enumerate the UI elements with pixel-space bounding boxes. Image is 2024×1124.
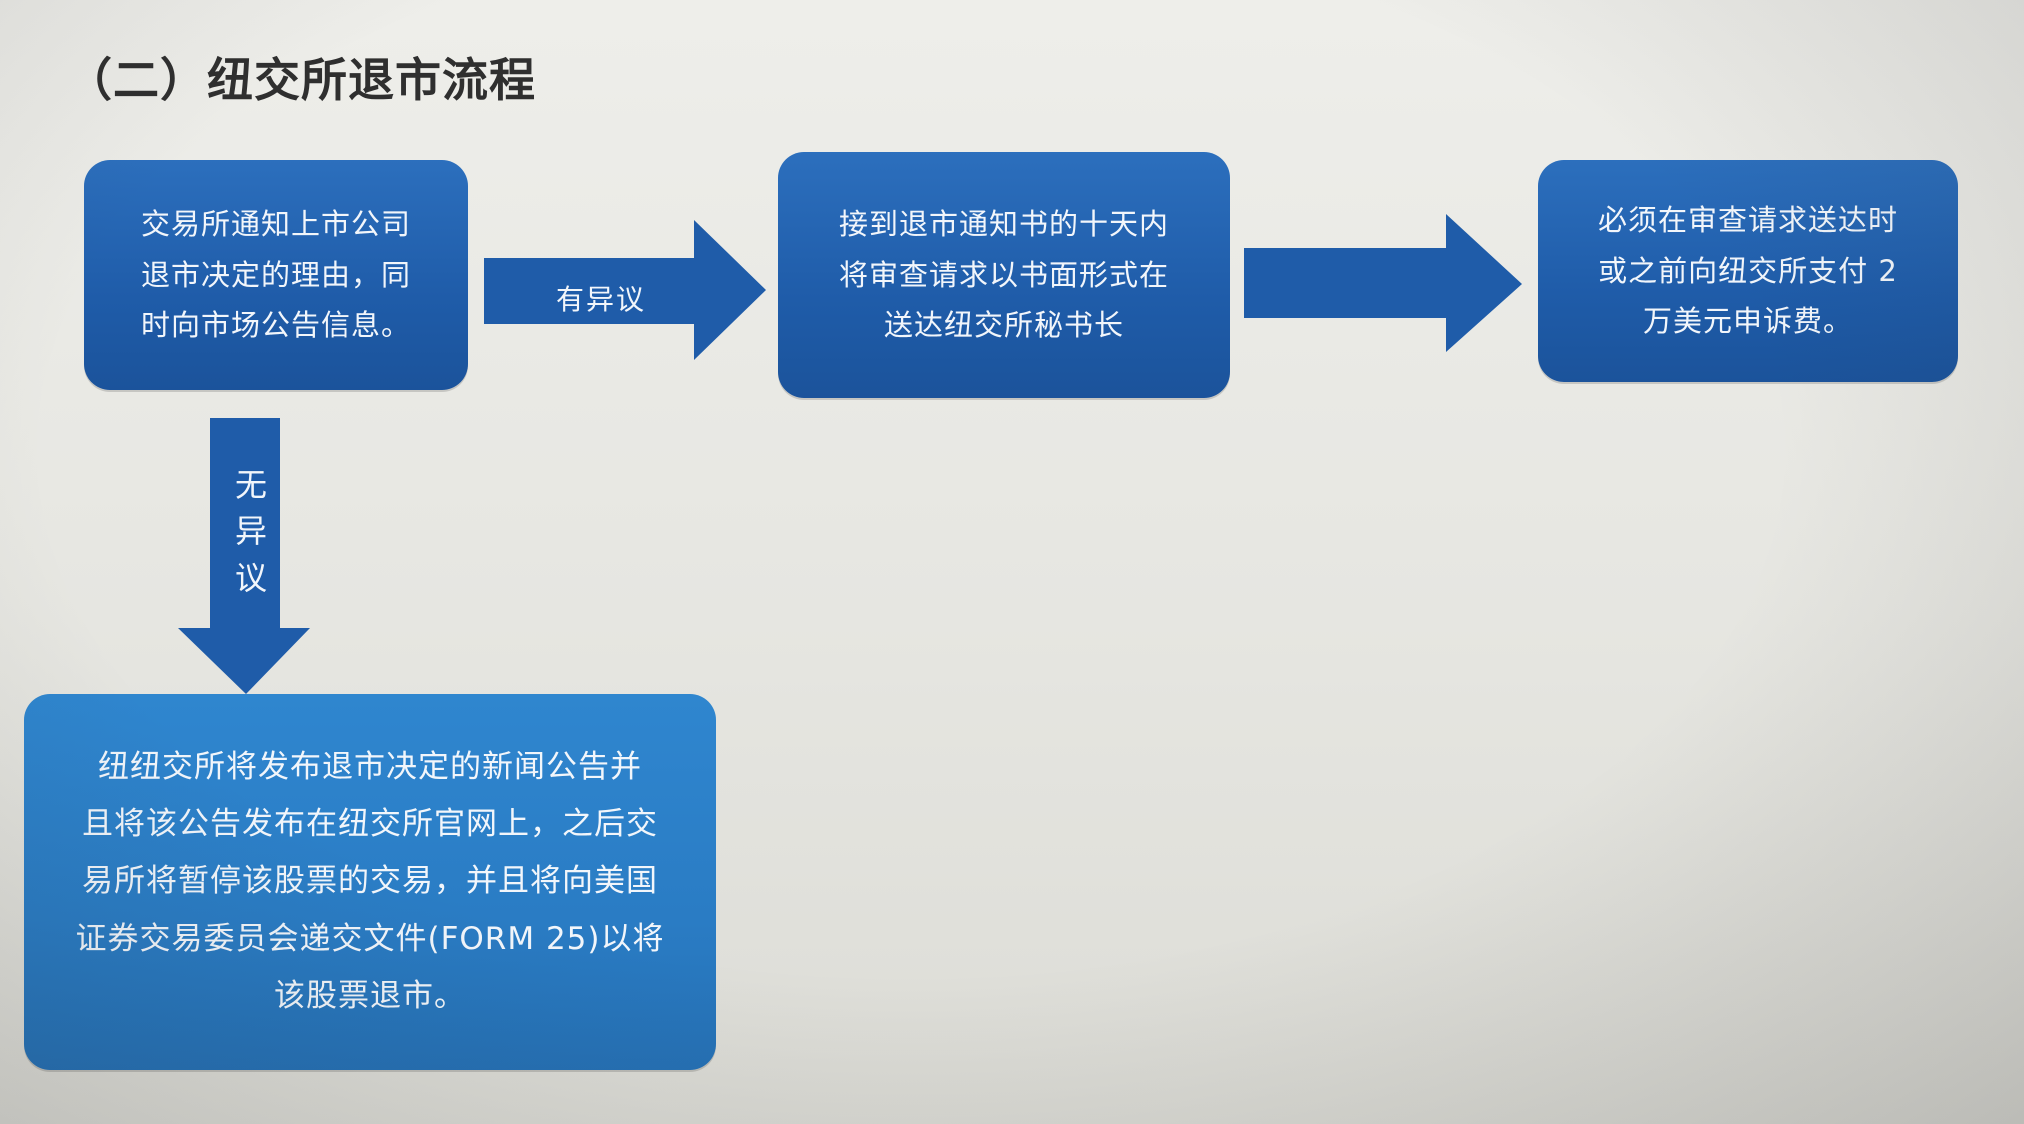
node-exchange-notice: 交易所通知上市公司 退市决定的理由，同 时向市场公告信息。 [84,160,468,390]
label-no-objection-char: 议 [234,558,269,597]
node-text-line: 证券交易委员会递交文件(FORM 25)以将 [75,920,665,957]
node-text-line: 万美元申诉费。 [1642,304,1853,339]
page-title: （二）纽交所退市流程 [66,53,536,107]
node-text-line: 且将该公告发布在纽交所官网上，之后交 [81,805,658,842]
arrow-objection [484,220,766,360]
node-text-line: 交易所通知上市公司 [140,206,411,241]
node-text-line: 必须在审查请求送达时 [1597,202,1898,237]
label-no-objection-char: 无 [234,466,269,504]
node-text-line: 该股票退市。 [273,978,466,1015]
node-text-line: 纽纽交所将发布退市决定的新闻公告并 [97,748,642,785]
node-text-line: 送达纽交所秘书长 [883,308,1124,343]
node-text-line: 退市决定的理由，同 [140,257,411,292]
node-delisting-announcement: 纽纽交所将发布退市决定的新闻公告并 且将该公告发布在纽交所官网上，之后交 易所将… [24,694,716,1070]
arrow-to-appeal-fee [1244,214,1522,352]
arrow-no-objection [178,418,310,694]
node-text-line: 或之前向纽交所支付 2 [1598,253,1898,288]
node-appeal-fee: 必须在审查请求送达时 或之前向纽交所支付 2 万美元申诉费。 [1538,160,1958,382]
node-text-line: 易所将暂停该股票的交易，并且将向美国 [81,863,658,900]
node-text-line: 接到退市通知书的十天内 [838,206,1169,241]
node-text-line: 时向市场公告信息。 [140,308,411,343]
node-text-line: 将审查请求以书面形式在 [838,257,1169,292]
label-objection: 有异议 [556,283,647,316]
label-no-objection-char: 异 [234,512,269,551]
node-review-request: 接到退市通知书的十天内 将审查请求以书面形式在 送达纽交所秘书长 [778,152,1230,398]
label-no-objection: 无 异 议 [232,462,272,601]
